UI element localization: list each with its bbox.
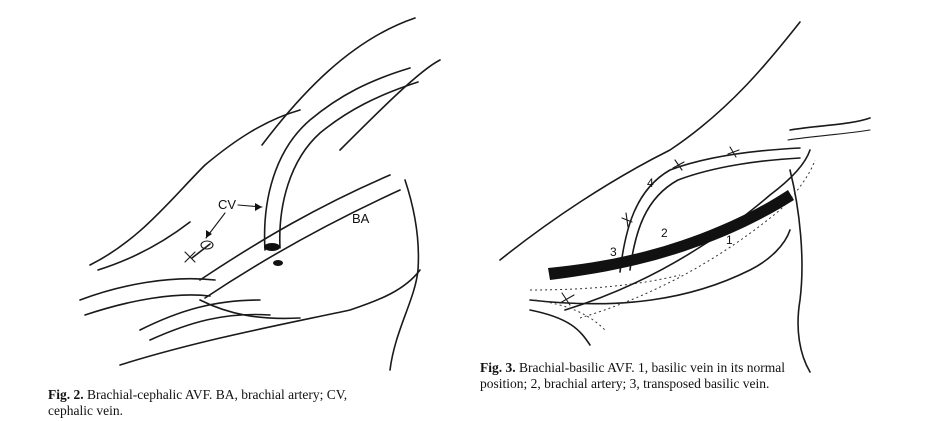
- shoulder-outline: [499, 21, 801, 261]
- figure-2: CV BA Fig. 2. Brachial-cephalic AVF. BA,…: [0, 0, 470, 421]
- figure-3-caption: Fig. 3. Brachial-basilic AVF. 1, basilic…: [480, 360, 920, 392]
- shoulder-outline: [261, 17, 416, 146]
- cv-arrowhead-1: [255, 203, 262, 211]
- label-cv: CV: [218, 197, 237, 212]
- ligated-vein-end: [200, 240, 214, 250]
- caption-prefix: Fig. 3.: [480, 360, 516, 375]
- elbow-outline: [389, 179, 420, 371]
- ligature-mark: [184, 251, 196, 263]
- label-3: 3: [610, 245, 617, 259]
- brachial-artery-upper: [199, 174, 391, 281]
- shoulder-top-outline: [789, 117, 871, 131]
- arm-lower-outline: [529, 229, 791, 305]
- cv-arrowhead-2: [206, 230, 212, 238]
- forearm-vessel-dotted-1: [529, 274, 681, 291]
- forearm-vessel-1: [79, 277, 216, 301]
- figure-2-caption: Fig. 2. Brachial-cephalic AVF. BA, brach…: [48, 387, 468, 419]
- forearm-vessel-2: [84, 294, 211, 316]
- cephalic-vein-end: [264, 243, 280, 251]
- transposed-vein-inner: [629, 157, 801, 271]
- forearm-outline: [529, 309, 591, 346]
- cephalic-vein-outer: [263, 67, 411, 251]
- forearm-upper-outline: [97, 221, 191, 271]
- caption-line-2: position; 2, brachial artery; 3, transpo…: [480, 376, 770, 391]
- forearm-vessel-3: [139, 299, 261, 331]
- arm-lower-outline: [119, 269, 421, 366]
- caption-line-1: Brachial-cephalic AVF. BA, brachial arte…: [87, 387, 348, 402]
- brachial-artery-lower: [204, 189, 401, 299]
- brachial-basilic-drawing: [499, 21, 871, 373]
- basilic-vein-normal-lower: [579, 159, 816, 319]
- caption-prefix: Fig. 2.: [48, 387, 84, 402]
- label-2: 2: [661, 226, 668, 240]
- label-ba: BA: [352, 211, 370, 226]
- brachial-cephalic-drawing: [79, 17, 441, 371]
- label-1: 1: [726, 233, 733, 247]
- anastomosis-knot: [559, 292, 575, 306]
- ligated-vein-stub: [191, 243, 211, 259]
- tie-mark-2: [672, 159, 685, 171]
- caption-line-2: cephalic vein.: [48, 403, 123, 418]
- brachial-artery: [548, 190, 794, 280]
- basilic-vein-normal-upper: [564, 149, 811, 311]
- shoulder-crease: [787, 129, 871, 141]
- elbow-outline: [789, 169, 811, 373]
- caption-line-1: Brachial-basilic AVF. 1, basilic vein in…: [519, 360, 786, 375]
- upper-arm-outline: [339, 59, 441, 151]
- cephalic-vein-inner: [278, 81, 419, 249]
- forearm-vessel-5: [199, 299, 301, 320]
- figure-3: 4 2 1 3 Fig. 3. Brachial-basilic AVF. 1,…: [470, 0, 943, 421]
- transposed-vein-outer: [619, 147, 801, 273]
- label-4: 4: [647, 176, 654, 190]
- anastomosis-site: [273, 260, 283, 266]
- forearm-vessel-dotted-2: [534, 299, 606, 331]
- tie-mark-1: [621, 212, 633, 228]
- tie-mark-3: [727, 146, 740, 158]
- arm-inner-outline: [89, 109, 301, 266]
- forearm-vessel-4: [149, 313, 271, 341]
